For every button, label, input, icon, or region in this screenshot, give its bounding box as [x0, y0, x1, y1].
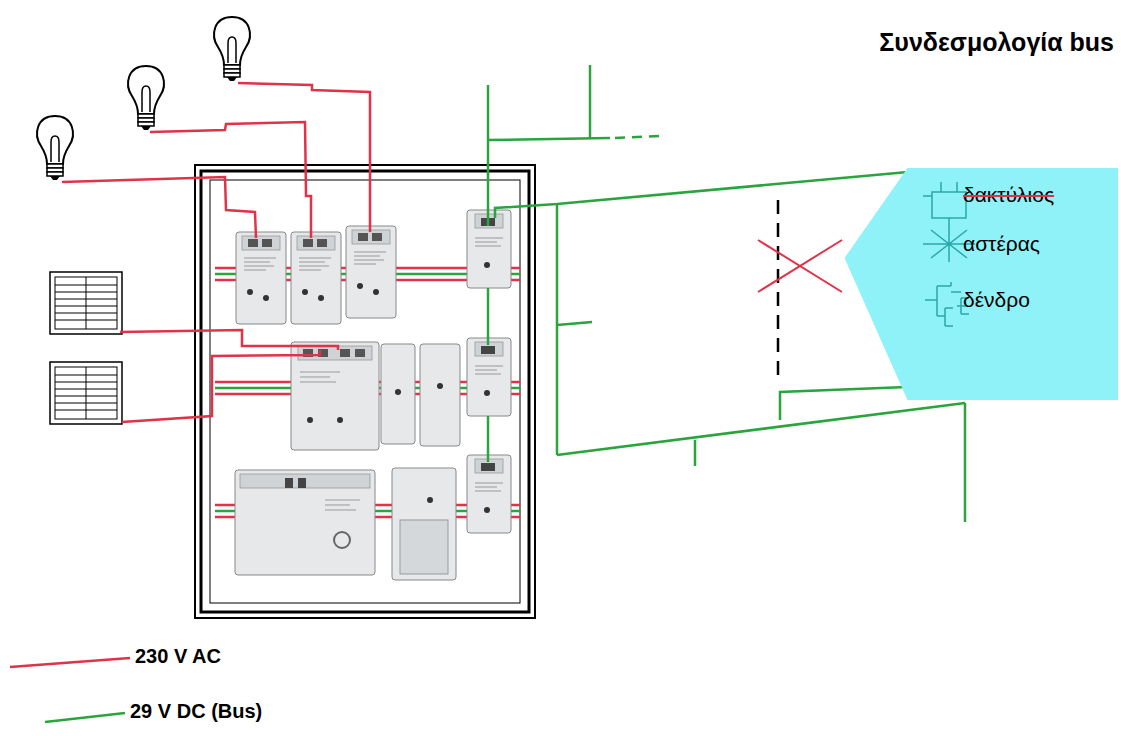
legend-line-bus: [45, 713, 125, 722]
legend-text: 230 V AC: [135, 645, 221, 668]
topology-label: δακτύλιος: [963, 183, 1054, 207]
topology-label: αστέρας: [963, 232, 1040, 256]
topology-callout: δακτύλιος αστέρας δένδρο: [845, 168, 1118, 400]
legend-text: 29 V DC (Bus): [130, 700, 262, 723]
diagram-title: Συνδεσμολογία bus: [879, 28, 1114, 57]
topology-label: δένδρο: [963, 288, 1030, 312]
legend-line-ac: [10, 658, 130, 667]
